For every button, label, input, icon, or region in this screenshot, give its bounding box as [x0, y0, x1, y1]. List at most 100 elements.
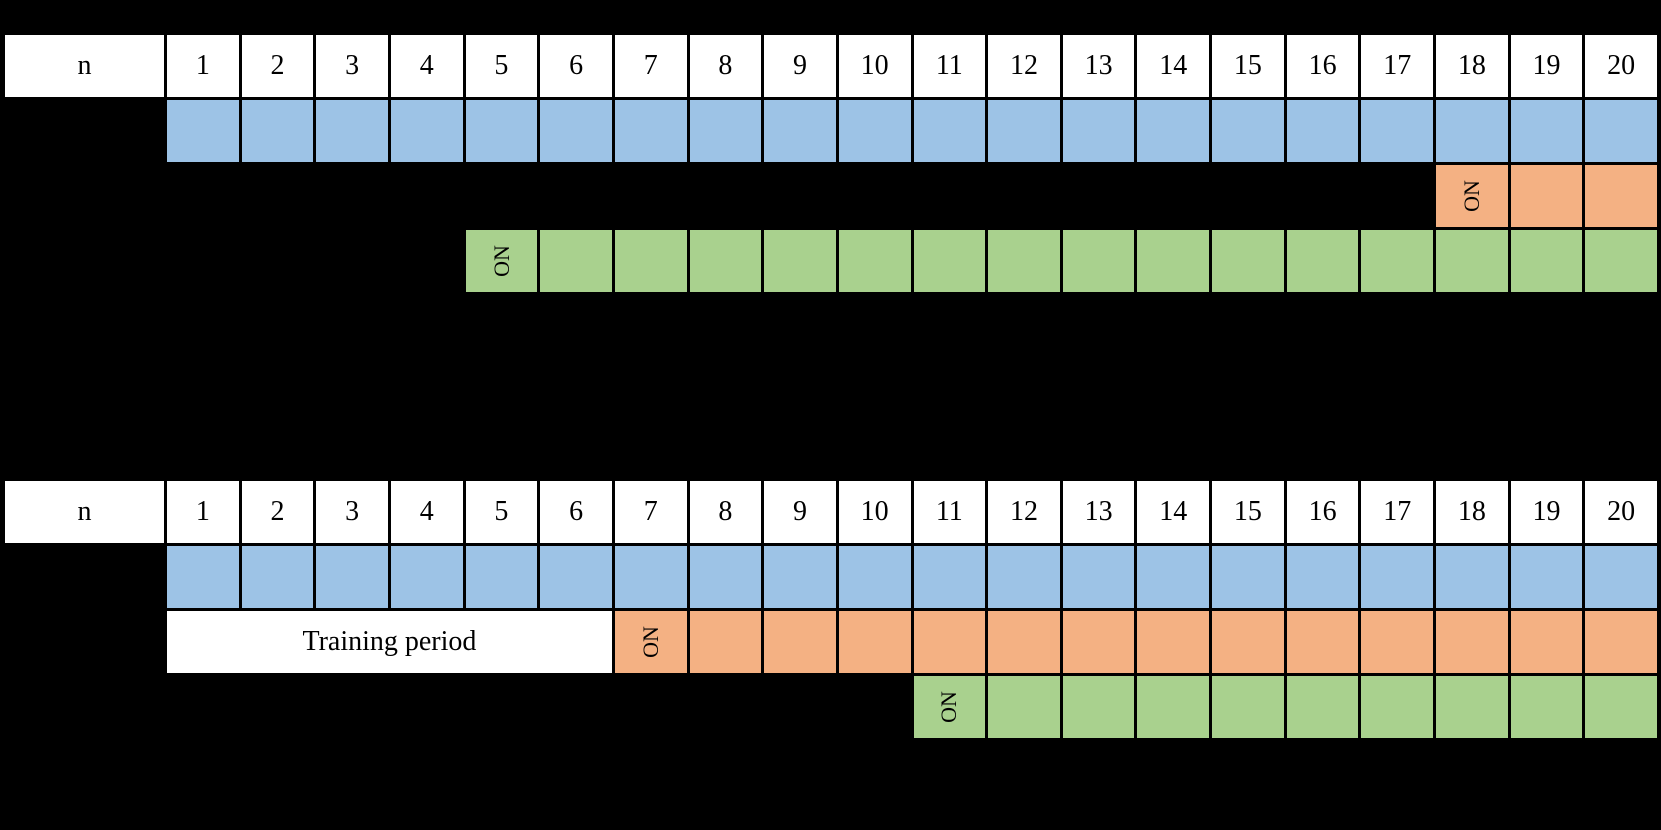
- green-bar-cell: [988, 676, 1060, 738]
- header-cell-number: 7: [614, 35, 687, 97]
- orange-bar-cell: [1361, 611, 1434, 673]
- header-cell-number: 18: [1436, 35, 1508, 97]
- header-cell-number: 15: [1212, 481, 1284, 543]
- header-cell-number: 12: [988, 35, 1060, 97]
- blue-bar-cell: [1436, 100, 1508, 162]
- orange-on-cell: ON: [1436, 165, 1508, 227]
- green-bar-cell: [1361, 230, 1434, 292]
- training-period-cell: Training period: [167, 611, 612, 673]
- header-cell-number: 17: [1361, 481, 1434, 543]
- blue-bar-cell: [241, 100, 314, 162]
- header-cell-number: 3: [316, 481, 388, 543]
- header-cell-number: 2: [241, 481, 314, 543]
- blue-bar-cell: [540, 546, 612, 608]
- blue-bar-cell: [1361, 546, 1434, 608]
- blue-bar-cell: [1286, 546, 1359, 608]
- header-cell-number: 19: [1510, 35, 1583, 97]
- header-cell-number: 14: [1137, 35, 1210, 97]
- blue-bar-cell: [1510, 546, 1583, 608]
- header-cell-number: 4: [390, 35, 463, 97]
- green-bar-cell: [838, 230, 911, 292]
- green-bar-cell: [988, 230, 1060, 292]
- blue-bar-cell: [465, 100, 538, 162]
- header-cell-number: 6: [540, 481, 612, 543]
- on-label: ON: [1458, 180, 1484, 212]
- orange-bar-cell: [1510, 611, 1583, 673]
- orange-on-cell: ON: [614, 611, 687, 673]
- green-bar-cell: [689, 230, 762, 292]
- header-cell-number: 20: [1585, 35, 1657, 97]
- header-cell-n: n: [5, 481, 164, 543]
- orange-bar-cell: [1212, 611, 1284, 673]
- blue-bar-cell: [838, 100, 911, 162]
- header-cell-number: 12: [988, 481, 1060, 543]
- blue-bar-cell: [1137, 100, 1210, 162]
- header-cell-number: 4: [390, 481, 463, 543]
- blue-bar-cell: [1062, 100, 1135, 162]
- header-cell-number: 7: [614, 481, 687, 543]
- header-cell-number: 8: [689, 481, 762, 543]
- green-bar-cell: [1062, 230, 1135, 292]
- header-cell-number: 1: [167, 35, 239, 97]
- blue-bar-cell: [316, 100, 388, 162]
- header-cell-number: 11: [913, 35, 986, 97]
- blue-bar-cell: [614, 546, 687, 608]
- header-cell-number: 19: [1510, 481, 1583, 543]
- header-cell-number: 10: [838, 35, 911, 97]
- header-cell-number: 8: [689, 35, 762, 97]
- green-bar-cell: [1137, 230, 1210, 292]
- green-bar-cell: [1436, 676, 1508, 738]
- header-cell-number: 2: [241, 35, 314, 97]
- header-cell-number: 15: [1212, 35, 1284, 97]
- blue-bar-cell: [1510, 100, 1583, 162]
- header-cell-number: 14: [1137, 481, 1210, 543]
- blue-bar-cell: [390, 100, 463, 162]
- orange-bar-cell: [1062, 611, 1135, 673]
- orange-bar-cell: [1137, 611, 1210, 673]
- blue-bar-cell: [1585, 546, 1657, 608]
- blue-bar-cell: [1137, 546, 1210, 608]
- blue-bar-cell: [1436, 546, 1508, 608]
- green-bar-cell: [1286, 676, 1359, 738]
- blue-bar-cell: [1212, 100, 1284, 162]
- header-cell-number: 5: [465, 35, 538, 97]
- header-cell-number: 13: [1062, 35, 1135, 97]
- blue-bar-cell: [241, 546, 314, 608]
- blue-bar-cell: [988, 100, 1060, 162]
- header-cell-number: 17: [1361, 35, 1434, 97]
- blue-bar-cell: [1286, 100, 1359, 162]
- blue-bar-cell: [689, 546, 762, 608]
- orange-bar-cell: [689, 611, 762, 673]
- header-cell-number: 1: [167, 481, 239, 543]
- orange-bar-cell: [913, 611, 986, 673]
- header-cell-number: 10: [838, 481, 911, 543]
- header-cell-number: 3: [316, 35, 388, 97]
- orange-bar-cell: [1436, 611, 1508, 673]
- blue-bar-cell: [913, 100, 986, 162]
- orange-bar-cell: [1510, 165, 1583, 227]
- header-cell-number: 13: [1062, 481, 1135, 543]
- orange-bar-cell: [1585, 165, 1657, 227]
- green-bar-cell: [1212, 230, 1284, 292]
- green-on-cell: ON: [913, 676, 986, 738]
- blue-bar-cell: [465, 546, 538, 608]
- header-cell-number: 11: [913, 481, 986, 543]
- blue-bar-cell: [540, 100, 612, 162]
- green-bar-cell: [1062, 676, 1135, 738]
- green-bar-cell: [614, 230, 687, 292]
- blue-bar-cell: [988, 546, 1060, 608]
- green-bar-cell: [1286, 230, 1359, 292]
- on-label: ON: [637, 626, 663, 658]
- on-label: ON: [936, 691, 962, 723]
- blue-bar-cell: [1585, 100, 1657, 162]
- green-bar-cell: [1436, 230, 1508, 292]
- blue-bar-cell: [1062, 546, 1135, 608]
- green-bar-cell: [1585, 230, 1657, 292]
- blue-bar-cell: [689, 100, 762, 162]
- green-bar-cell: [540, 230, 612, 292]
- header-cell-number: 6: [540, 35, 612, 97]
- blue-bar-cell: [1361, 100, 1434, 162]
- blue-bar-cell: [390, 546, 463, 608]
